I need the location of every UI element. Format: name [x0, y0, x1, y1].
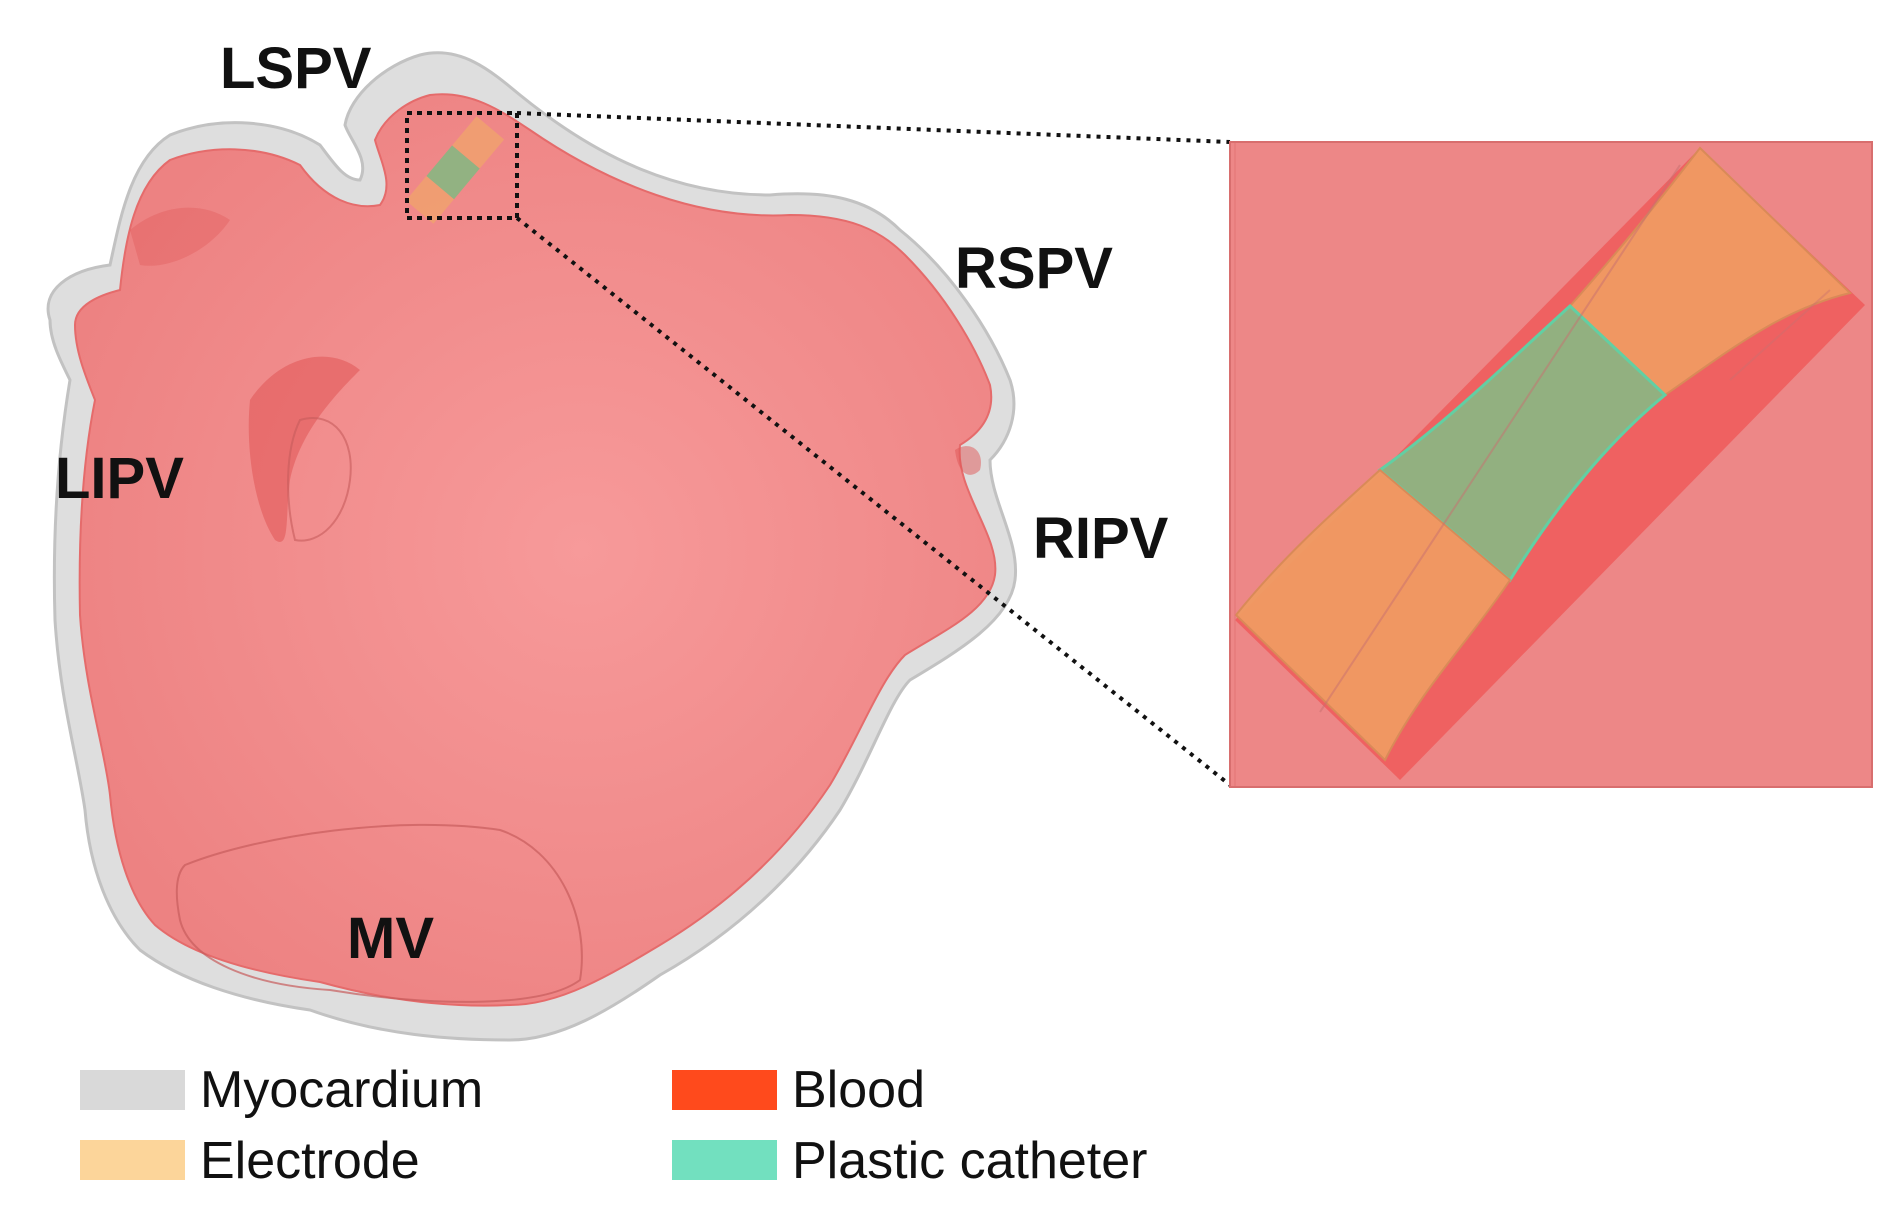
- zoom-connector-bottom: [515, 216, 1232, 787]
- label-ripv: RIPV: [1033, 506, 1169, 571]
- label-lspv: LSPV: [220, 36, 372, 101]
- mv-annulus-outline: [175, 823, 583, 1003]
- lspv-ostium-shading: [130, 207, 230, 266]
- legend-label-blood: Blood: [792, 1061, 925, 1119]
- zoom-shaft-edge-2: [1729, 289, 1831, 381]
- zoom-inset: [1229, 141, 1873, 788]
- zoom-region-box: [405, 111, 519, 220]
- ripv-ostium-shading: [955, 446, 981, 475]
- legend-swatch-myocardium: [80, 1070, 185, 1110]
- catheter-small: [405, 116, 505, 224]
- zoom-shaft-edge: [1319, 164, 1681, 713]
- legend-swatch-blood: [672, 1070, 777, 1110]
- label-rspv: RSPV: [955, 236, 1113, 301]
- lipv-ostium-outline: [287, 417, 352, 542]
- lipv-ostium-shading: [248, 356, 360, 542]
- legend-swatch-plastic-catheter: [672, 1140, 777, 1180]
- label-mv: MV: [347, 906, 434, 971]
- blood-volume: [73, 93, 997, 1007]
- legend: Myocardium Electrode Blood Plastic cathe…: [80, 1061, 1148, 1190]
- legend-label-plastic-catheter: Plastic catheter: [792, 1132, 1148, 1190]
- legend-swatch-electrode: [80, 1140, 185, 1180]
- legend-label-myocardium: Myocardium: [200, 1061, 483, 1119]
- label-lipv: LIPV: [55, 446, 184, 511]
- legend-label-electrode: Electrode: [200, 1132, 420, 1190]
- zoom-connector-top: [516, 111, 1231, 144]
- zoom-electrode-lower: [1234, 468, 1512, 762]
